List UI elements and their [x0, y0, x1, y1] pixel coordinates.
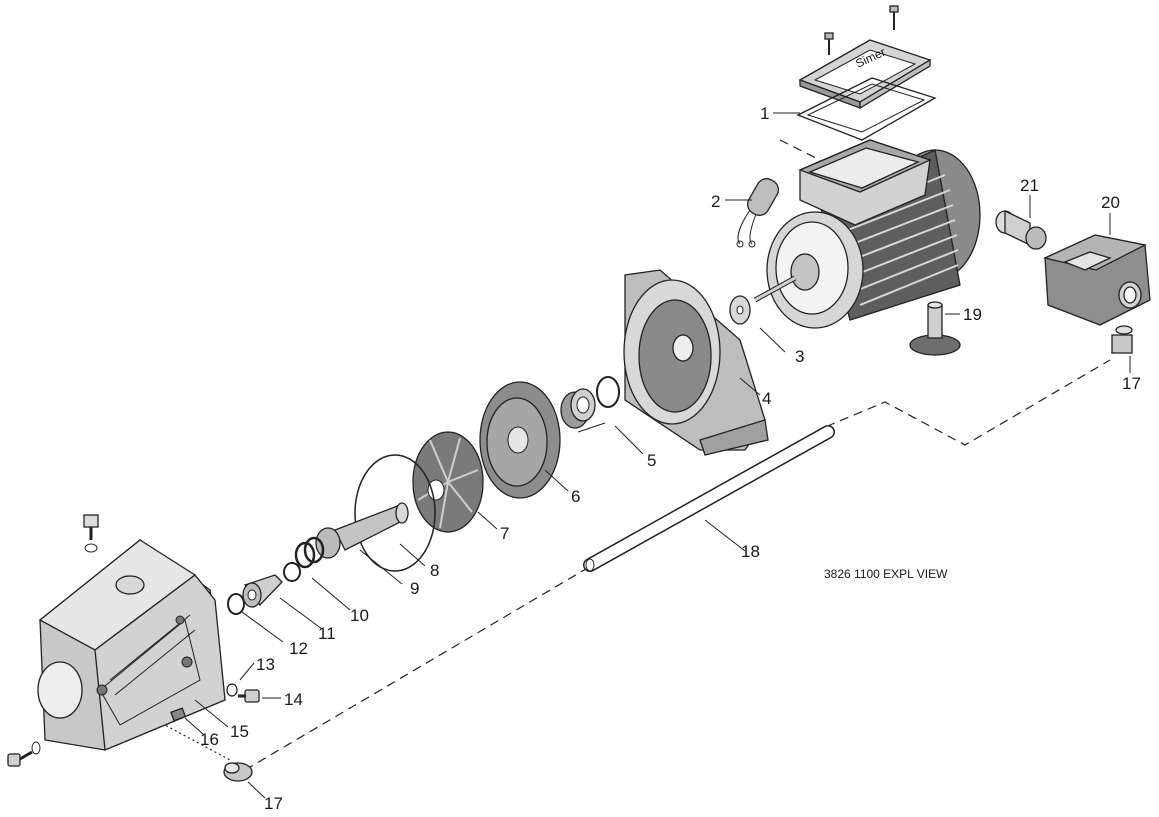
callout-19: 19	[963, 305, 982, 324]
callout-8: 8	[430, 561, 439, 580]
callout-20: 20	[1101, 193, 1120, 212]
switch-connector	[995, 209, 1047, 250]
cover-screw-right	[889, 5, 899, 30]
callout-7: 7	[500, 524, 509, 543]
callout-6: 6	[571, 487, 580, 506]
callout-1: 1	[760, 104, 769, 123]
cover-screw-left	[824, 32, 834, 55]
cover-gasket	[796, 77, 937, 141]
callout-2: 2	[711, 192, 720, 211]
leader-lines	[184, 112, 1131, 799]
pressure-hose	[583, 425, 835, 572]
callout-14: 14	[284, 690, 303, 709]
nozzle-o-ring	[227, 593, 245, 615]
diagram-caption: 3826 1100 EXPL VIEW	[824, 567, 948, 581]
terminal-box-cover: Simer	[798, 39, 932, 110]
mechanical-seal	[560, 376, 620, 433]
callout-21: 21	[1020, 176, 1039, 195]
elbow-fitting-bottom	[223, 762, 253, 782]
front-bolt	[7, 741, 41, 767]
o-ring	[354, 454, 436, 572]
callout-18: 18	[741, 542, 760, 561]
callout-17-bottom: 17	[264, 794, 283, 813]
drain-washer	[226, 683, 238, 697]
diffuser	[479, 381, 561, 499]
venturi-tube	[315, 502, 409, 559]
callout-9: 9	[410, 579, 419, 598]
casing-bolt	[170, 707, 187, 722]
priming-plug	[909, 301, 961, 356]
shaft-washer	[729, 295, 751, 325]
pump-casing	[37, 539, 226, 751]
callout-5: 5	[647, 451, 656, 470]
impeller	[412, 431, 484, 533]
capacitor	[736, 178, 780, 248]
drain-plug	[238, 689, 260, 703]
callout-15: 15	[230, 722, 249, 741]
elbow-fitting-right	[1111, 325, 1133, 354]
ejector-rings	[283, 536, 325, 582]
callout-11: 11	[318, 624, 336, 643]
callout-13: 13	[256, 655, 275, 674]
callout-16: 16	[200, 730, 219, 749]
top-bolt	[83, 514, 99, 553]
pressure-switch	[1043, 234, 1151, 326]
callout-4: 4	[762, 389, 771, 408]
callout-12: 12	[289, 639, 308, 658]
callout-10: 10	[350, 606, 369, 625]
pump-bracket	[623, 269, 769, 456]
callout-3: 3	[795, 347, 804, 366]
callout-17-right: 17	[1122, 374, 1141, 393]
ejector-nozzle	[242, 574, 283, 608]
motor	[753, 139, 981, 329]
